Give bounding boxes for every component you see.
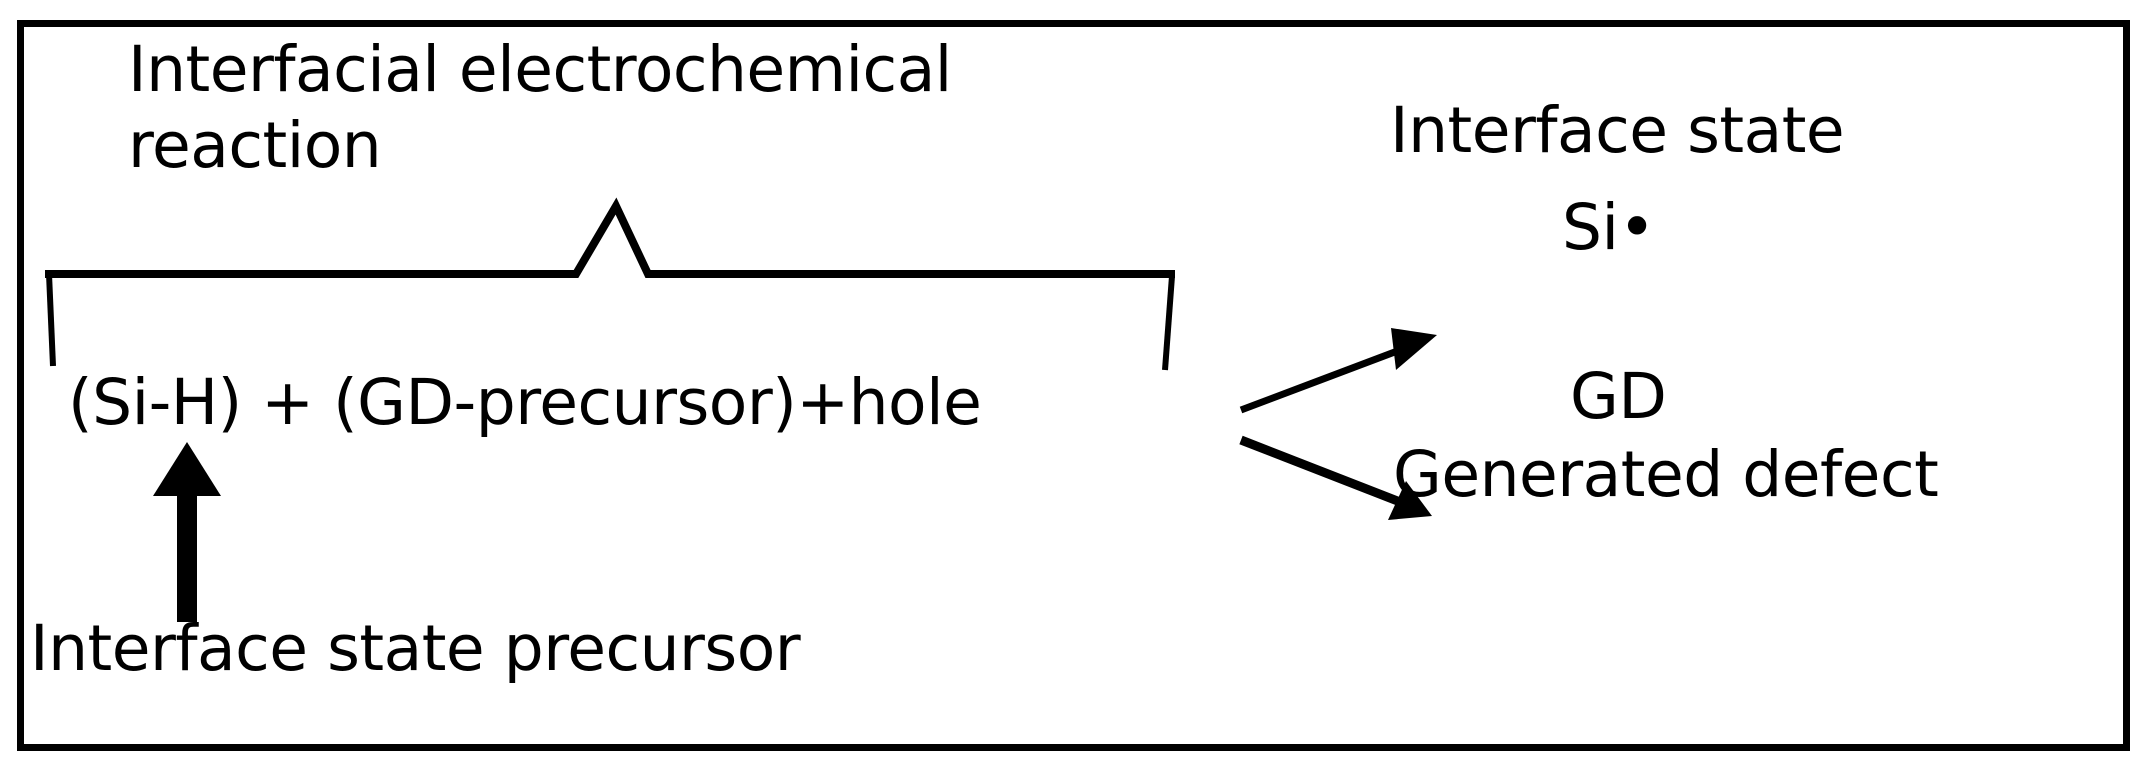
reaction-equation: (Si-H) + (GD-precursor)+hole	[68, 366, 982, 439]
arrow-to-gd-shaft	[1239, 435, 1402, 507]
arrow-to-gd-head	[1388, 481, 1432, 520]
brace-left-tick	[46, 273, 56, 367]
arrow-to-si-radical-head	[1391, 328, 1437, 370]
precursor-arrow-shaft	[177, 492, 197, 622]
precursor-arrow-head	[153, 442, 221, 496]
figure-border	[17, 20, 2130, 751]
arrow-to-si-radical-shaft	[1239, 343, 1410, 414]
brace-right-tick	[1162, 275, 1175, 371]
interface-state-label: Interface state	[1390, 94, 1845, 167]
arrow-to-gd	[1239, 435, 1432, 520]
precursor-up-arrow	[153, 442, 221, 622]
interface-state-precursor-label: Interface state precursor	[30, 612, 801, 685]
gd-label: GD	[1570, 360, 1667, 433]
over-brace	[45, 197, 1175, 278]
generated-defect-label: Generated defect	[1393, 438, 1939, 511]
over-brace-end-ticks	[46, 273, 1175, 371]
arrow-to-si-radical	[1239, 328, 1437, 414]
reaction-title-label: Interfacial electrochemical reaction	[128, 33, 952, 182]
si-dangling-bond-label: Si•	[1562, 191, 1656, 264]
